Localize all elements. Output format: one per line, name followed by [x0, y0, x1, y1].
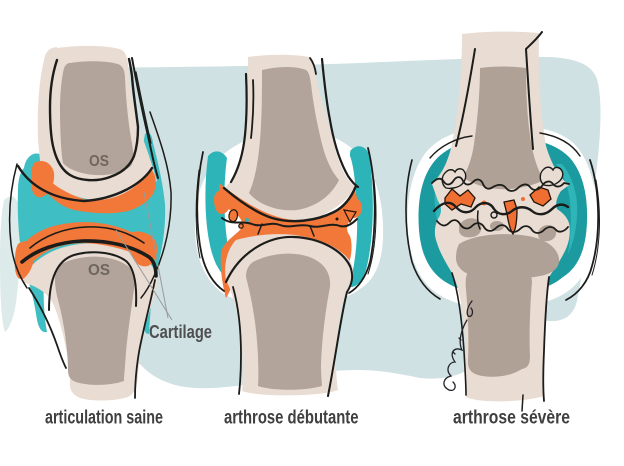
svg-text:articulation saine: articulation saine — [45, 407, 163, 429]
svg-text:arthrose sévère: arthrose sévère — [453, 407, 570, 429]
svg-text:OS: OS — [89, 153, 109, 170]
svg-text:OS: OS — [88, 262, 110, 279]
svg-text:arthrose débutante: arthrose débutante — [224, 407, 359, 429]
svg-text:Cartilage: Cartilage — [149, 322, 212, 342]
